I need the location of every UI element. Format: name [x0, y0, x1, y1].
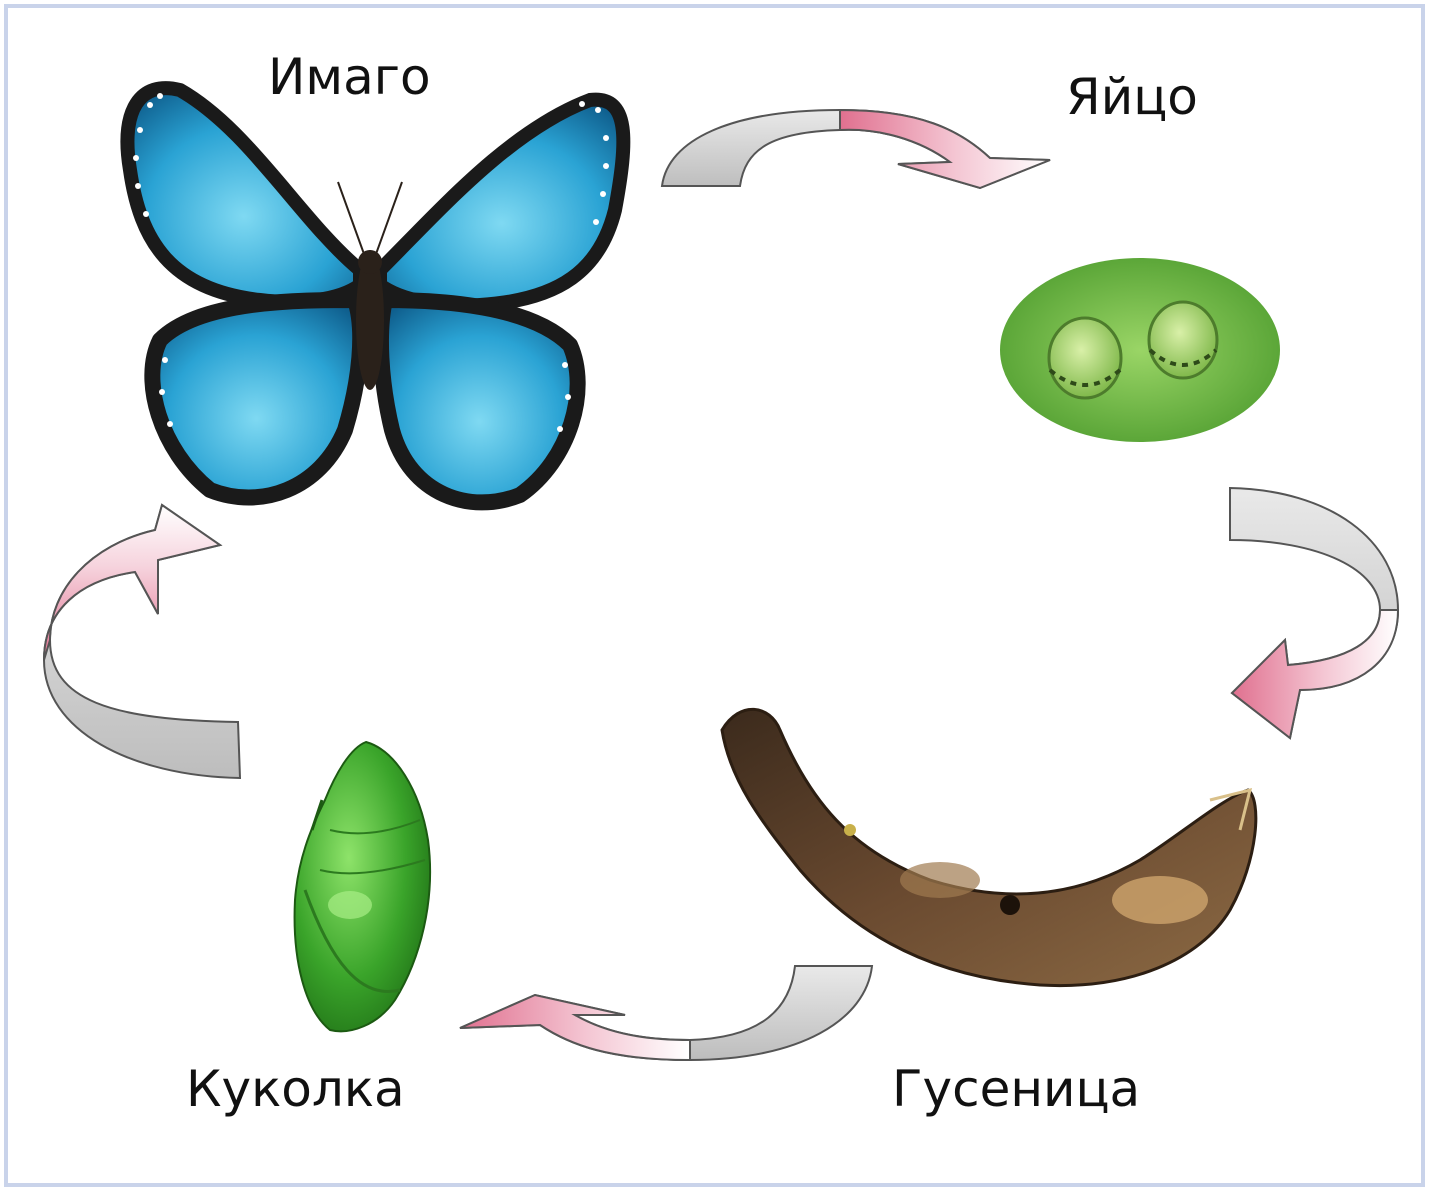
- arrow-pupa-to-imago: [44, 505, 240, 778]
- arrow-imago-to-egg: [662, 110, 1050, 188]
- pupa-label: Куколка: [186, 1064, 405, 1114]
- egg-icon: [1000, 258, 1280, 442]
- pupa-icon: [295, 742, 431, 1031]
- caterpillar-icon: [722, 709, 1256, 985]
- arrow-egg-to-caterpillar: [1230, 488, 1398, 738]
- butterfly-icon: [127, 88, 623, 502]
- arrow-caterpillar-to-pupa: [460, 966, 872, 1060]
- egg-label: Яйцо: [1066, 72, 1198, 122]
- caterpillar-label: Гусеница: [892, 1064, 1140, 1114]
- imago-label: Имаго: [268, 52, 431, 102]
